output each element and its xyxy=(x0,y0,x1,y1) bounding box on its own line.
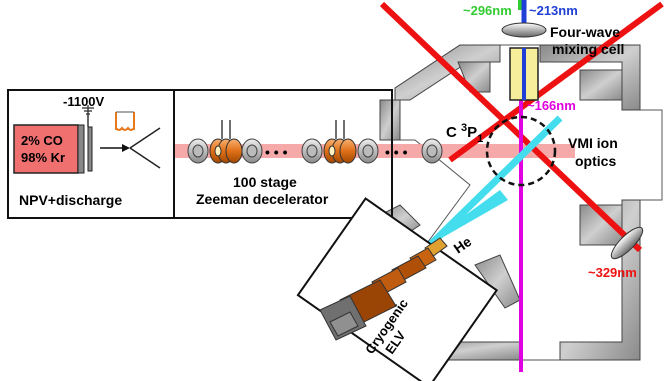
coil-stage-2 xyxy=(323,120,357,164)
decelerator-caption-line1: 100 stage xyxy=(233,174,297,190)
vacuum-chamber xyxy=(379,44,663,361)
laser-329nm-label: ~329nm xyxy=(588,265,637,280)
vmi-label-line2: optics xyxy=(575,153,616,169)
grey-stage-5 xyxy=(421,138,443,164)
skimmer-lower xyxy=(129,147,161,169)
exit-lens xyxy=(610,226,644,260)
ellipsis-1: • • • xyxy=(265,144,288,160)
gas-reservoir xyxy=(13,124,79,174)
red-laser-upper xyxy=(448,1,664,163)
red-laser-329nm xyxy=(379,1,643,253)
gas-mixture-line1: 2% CO xyxy=(21,133,63,148)
vmi-label-line1: VMI ion xyxy=(568,135,618,151)
grey-stage-4 xyxy=(357,138,379,164)
voltage-label: -1100V xyxy=(63,94,105,109)
helium-label: He xyxy=(451,233,475,256)
four-wave-mixing-cell xyxy=(501,22,547,101)
decelerator-box xyxy=(173,89,393,219)
four-wave-label-line1: Four-wave xyxy=(550,24,620,40)
focusing-lens xyxy=(501,22,547,38)
grey-stage-2 xyxy=(241,138,263,164)
valve-plate-2 xyxy=(87,126,93,172)
grey-stage-3 xyxy=(301,138,323,164)
valve-plate-1 xyxy=(77,124,85,174)
laser-213nm-label: ~213nm xyxy=(529,3,578,18)
source-box xyxy=(7,89,175,219)
decelerator-caption-line2: Zeeman decelerator xyxy=(196,191,329,207)
laser-166nm-label: ~166nm xyxy=(527,98,576,113)
ellipsis-2: • • • xyxy=(385,144,408,160)
source-caption: NPV+discharge xyxy=(19,192,122,208)
four-wave-label-line2: mixing cell xyxy=(552,41,624,57)
gas-mixture-line2: 98% Kr xyxy=(21,150,65,165)
deceleration-stages xyxy=(187,120,443,164)
cyan-he-beam-upper xyxy=(427,115,563,248)
beam-state-label: C 3P1 xyxy=(446,122,483,145)
interaction-region xyxy=(485,115,557,187)
laser-beams xyxy=(379,0,664,372)
cyan-he-cone xyxy=(433,190,508,243)
cryogenic-elv-device xyxy=(319,237,448,341)
coil-stage-1 xyxy=(209,120,243,164)
laser-296nm-label: ~296nm xyxy=(463,3,512,18)
grey-stage-1 xyxy=(187,138,209,164)
filament-coil xyxy=(115,112,135,131)
skimmer-upper xyxy=(129,127,161,149)
